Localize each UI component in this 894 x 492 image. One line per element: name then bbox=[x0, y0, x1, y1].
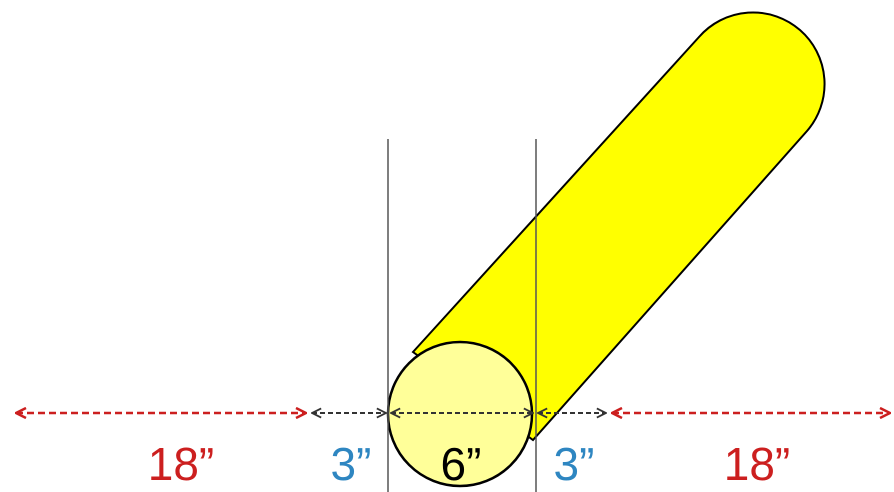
pipe-body bbox=[411, 11, 826, 442]
left-outer-clearance-label: 18” bbox=[148, 438, 214, 490]
right-outer-clearance-label: 18” bbox=[724, 438, 790, 490]
right-inner-clearance-label: 3” bbox=[554, 438, 595, 490]
left-inner-clearance-label: 3” bbox=[331, 438, 372, 490]
diameter-label: 6” bbox=[441, 438, 482, 490]
